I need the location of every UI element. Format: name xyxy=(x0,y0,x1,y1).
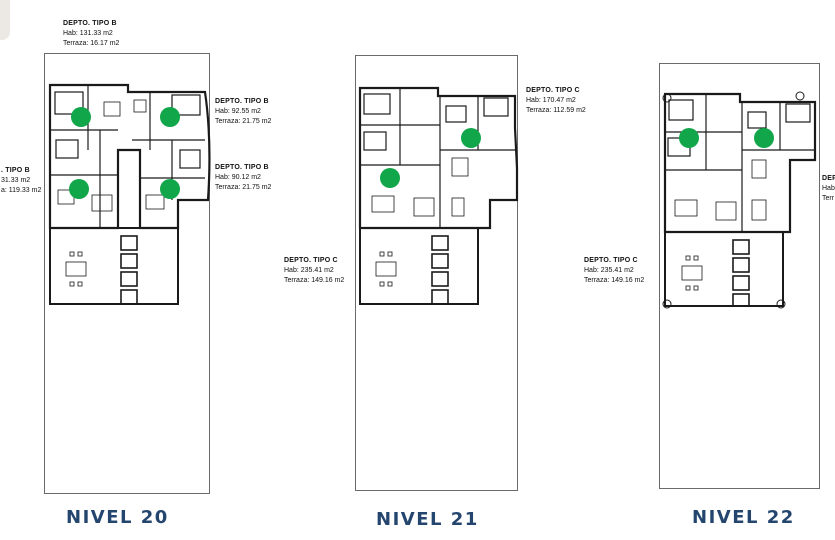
unit-marker-icon xyxy=(160,179,180,199)
unit-terraza: Terraza: 112.59 m2 xyxy=(526,107,586,114)
unit-marker-icon xyxy=(679,128,699,148)
parking-icon xyxy=(431,235,449,305)
unit-hab: Hab: 131.33 m2 xyxy=(63,30,113,37)
level-title-nivel-22: NIVEL 22 xyxy=(692,507,795,528)
parking-icon xyxy=(120,235,138,305)
unit-terraza: Terraza: 16.17 m2 xyxy=(63,40,120,47)
unit-terraza: Terr xyxy=(822,195,835,202)
unit-hab: Hab: 92.55 m2 xyxy=(215,108,261,115)
unit-label-n22-a: DEPTO. TIPO C Hab: 235.41 m2 Terraza: 14… xyxy=(584,256,644,286)
unit-terraza: Terraza: 21.75 m2 xyxy=(215,118,272,125)
unit-hab: Hab: 170.47 m2 xyxy=(526,97,576,104)
unit-label-n20-c: DEPTO. TIPO B Hab: 90.12 m2 Terraza: 21.… xyxy=(215,163,271,193)
unit-marker-icon xyxy=(461,128,481,148)
parking-icon xyxy=(732,239,750,307)
unit-label-n20-b: DEPTO. TIPO B Hab: 92.55 m2 Terraza: 21.… xyxy=(215,97,271,127)
unit-terraza: Terraza: 21.75 m2 xyxy=(215,184,272,191)
site-boundary-nivel-21 xyxy=(355,55,518,491)
unit-label-n21-a: DEPTO. TIPO C Hab: 170.47 m2 Terraza: 11… xyxy=(526,86,586,116)
unit-marker-icon xyxy=(380,168,400,188)
unit-label-n20-a: DEPTO. TIPO B Hab: 131.33 m2 Terraza: 16… xyxy=(63,19,119,49)
unit-type: . TIPO B xyxy=(1,167,30,174)
level-title-nivel-20: NIVEL 20 xyxy=(66,507,169,528)
unit-marker-icon xyxy=(160,107,180,127)
unit-hab: 31.33 m2 xyxy=(1,177,31,184)
unit-type: DEPTO. TIPO C xyxy=(526,87,580,94)
unit-label-n22-b: DEPT Hab Terr xyxy=(822,174,835,204)
unit-hab: Hab xyxy=(822,185,835,192)
unit-marker-icon xyxy=(754,128,774,148)
unit-marker-icon xyxy=(69,179,89,199)
unit-label-n21-b: DEPTO. TIPO C Hab: 235.41 m2 Terraza: 14… xyxy=(284,256,344,286)
unit-type: DEPTO. TIPO B xyxy=(215,164,269,171)
level-title-nivel-21: NIVEL 21 xyxy=(376,509,479,530)
unit-hab: Hab: 235.41 m2 xyxy=(584,267,634,274)
unit-label-n20-d: . TIPO B 31.33 m2 a: 119.33 m2 xyxy=(1,166,41,196)
unit-terraza: Terraza: 149.16 m2 xyxy=(584,277,645,284)
unit-terraza: a: 119.33 m2 xyxy=(1,187,42,194)
unit-marker-icon xyxy=(71,107,91,127)
unit-type: DEPTO. TIPO C xyxy=(584,257,638,264)
site-boundary-nivel-20 xyxy=(44,53,210,494)
unit-terraza: Terraza: 149.16 m2 xyxy=(284,277,345,284)
unit-type: DEPTO. TIPO B xyxy=(63,20,117,27)
corner-tab xyxy=(0,0,10,40)
unit-hab: Hab: 90.12 m2 xyxy=(215,174,261,181)
unit-type: DEPT xyxy=(822,175,835,182)
unit-type: DEPTO. TIPO C xyxy=(284,257,338,264)
unit-hab: Hab: 235.41 m2 xyxy=(284,267,334,274)
unit-type: DEPTO. TIPO B xyxy=(215,98,269,105)
